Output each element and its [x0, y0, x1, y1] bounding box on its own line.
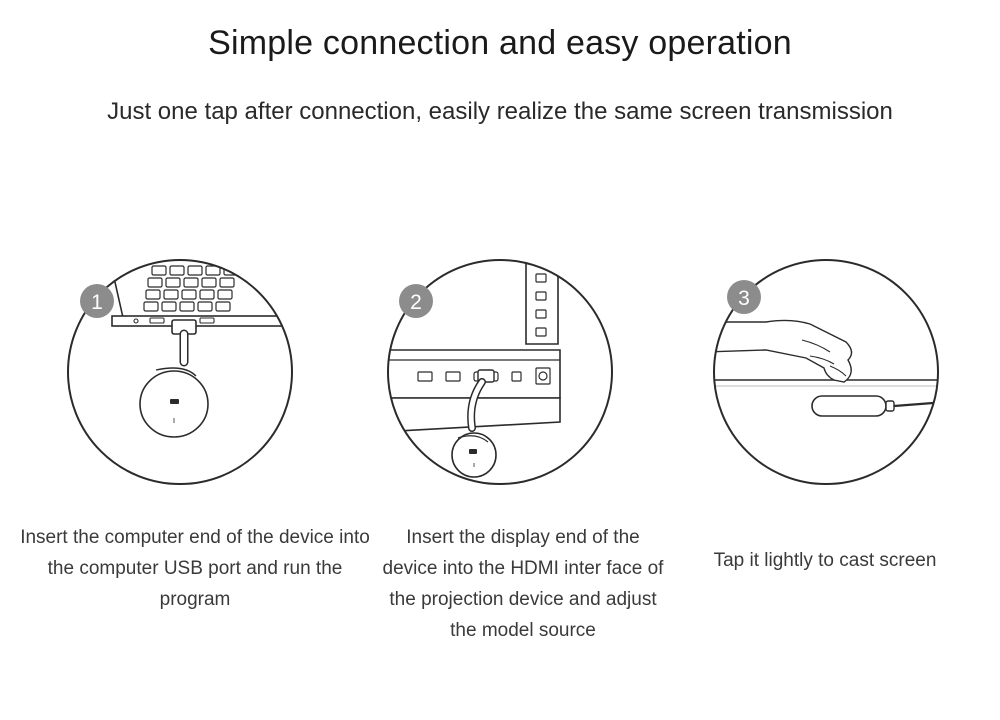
step-1-illustration: 1	[60, 252, 300, 492]
step-2-number: 2	[410, 291, 422, 314]
page-title: Simple connection and easy operation	[208, 24, 792, 62]
step-3-badge	[727, 280, 761, 314]
step-3-caption: Tap it lightly to cast screen	[713, 550, 937, 571]
step-1-caption: Insert the computer end of the device in…	[20, 527, 370, 610]
page-subtitle: Just one tap after connection, easily re…	[107, 98, 893, 125]
step-1-number: 1	[91, 291, 103, 314]
step-2-illustration: 2	[380, 252, 620, 492]
step-3-number: 3	[738, 287, 750, 310]
step-3-illustration: 3	[706, 252, 946, 492]
step-2-badge	[399, 284, 433, 318]
step-2-caption: Insert the display end of the device int…	[382, 527, 664, 641]
step-1-badge	[80, 284, 114, 318]
